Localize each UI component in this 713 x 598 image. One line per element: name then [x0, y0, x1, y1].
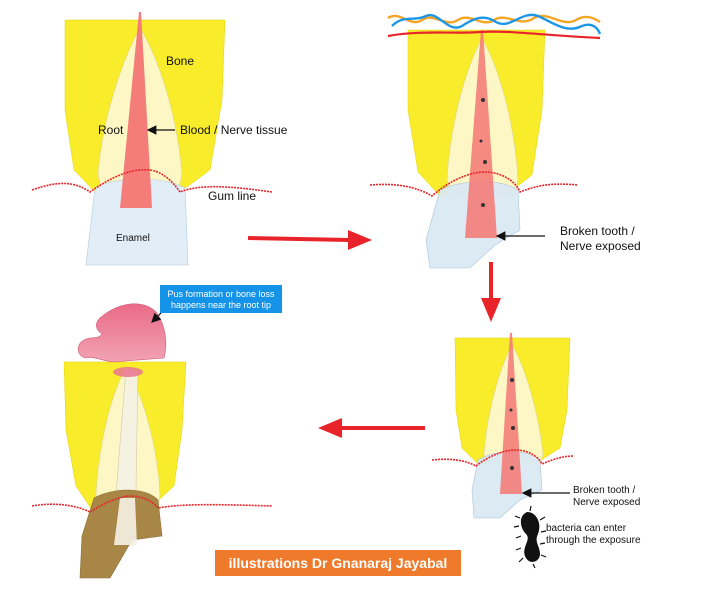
pulp-canal: [465, 30, 497, 238]
pus-tag-line2: happens near the root tip: [171, 300, 271, 310]
blood-vessel-red: [387, 30, 601, 40]
pulp-canal: [500, 333, 522, 494]
bacteria-dot: [481, 203, 485, 207]
nerve-exposed-label: Nerve exposed: [560, 239, 641, 253]
bacteria-dot: [483, 160, 487, 164]
root-tip-infection: [113, 367, 143, 377]
root-label: Root: [98, 123, 124, 137]
pus-abscess: [77, 303, 167, 363]
bacteria-dot: [510, 466, 514, 470]
blood-vessel-blue: [391, 13, 602, 35]
bacteria-dot: [511, 426, 515, 430]
gum-line: [369, 171, 579, 197]
broken-tooth-label: Broken tooth /: [560, 224, 635, 238]
gum-line: [31, 168, 273, 193]
pus-tag: [160, 285, 282, 313]
dead-pulp-lower: [114, 498, 137, 545]
credit-banner: illustrations Dr Gnanaraj Jayabal: [215, 550, 461, 576]
broken-tooth-label: Broken tooth /: [573, 485, 635, 496]
nerve-exposed-label: Nerve exposed: [573, 497, 640, 508]
panel-broken-tooth: Broken tooth / Nerve exposed: [369, 13, 641, 269]
arrow-right-1: [247, 230, 372, 250]
bacteria-dot: [481, 98, 485, 102]
pus-tag-line1: Pus formation or bone loss: [167, 289, 275, 299]
blood-nerve-label: Blood / Nerve tissue: [180, 123, 288, 137]
enamel-label: Enamel: [116, 233, 150, 244]
pulp-canal: [120, 12, 152, 208]
panel-healthy-tooth: Bone Root Blood / Nerve tissue Gum line …: [31, 12, 288, 266]
bone-label: Bone: [166, 54, 194, 68]
bacteria-label: through the exposure: [546, 535, 641, 546]
arrow-down: [481, 262, 501, 322]
enamel-crown: [85, 178, 189, 266]
bacteria-dot: [510, 378, 514, 382]
bacteria-dot: [479, 139, 483, 143]
bacteria-icon: [513, 505, 547, 569]
gum-line: [431, 449, 575, 467]
bacteria-dot: [509, 408, 513, 412]
panel-abscess: Pus formation or bone loss happens near …: [31, 285, 282, 579]
panel-infected-tooth: Broken tooth / Nerve exposed bacteria ca…: [431, 333, 641, 569]
gum-line-label: Gum line: [208, 189, 256, 203]
bacteria-label: bacteria can enter: [546, 523, 627, 534]
arrow-left: [318, 418, 425, 438]
